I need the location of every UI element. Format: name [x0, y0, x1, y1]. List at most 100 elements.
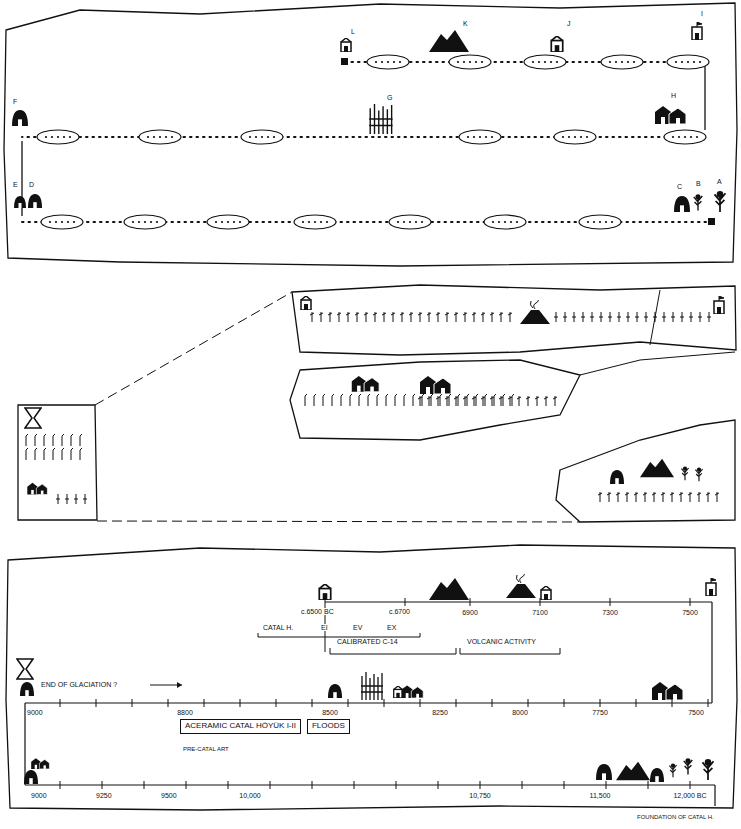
incised-mark	[662, 312, 666, 322]
time-axis	[325, 601, 712, 602]
incised-mark	[445, 312, 449, 322]
incised-mark	[422, 394, 424, 406]
incised-mark	[680, 312, 684, 322]
incised-mark	[436, 396, 440, 406]
symbol-icon	[27, 483, 47, 495]
symbol-icon	[596, 764, 612, 780]
row-turn	[704, 66, 705, 130]
incised-mark	[535, 396, 539, 406]
annotation-label: 8500	[321, 709, 339, 716]
dotted-ellipse	[484, 215, 526, 229]
incised-mark	[499, 396, 503, 406]
symbol-icon	[328, 684, 342, 698]
incised-mark	[625, 492, 629, 502]
incised-mark	[467, 394, 469, 406]
incised-mark	[454, 312, 458, 322]
incised-mark	[359, 394, 361, 406]
dotted-ellipse	[449, 55, 491, 69]
axis-tick	[528, 699, 529, 707]
symbol-icon	[341, 38, 351, 52]
symbol-icon	[669, 764, 676, 778]
axis-tick	[648, 781, 649, 789]
incised-mark	[35, 448, 37, 460]
symbol-icon	[640, 459, 674, 478]
annotation-label: I	[700, 10, 704, 17]
axis-tick	[228, 781, 229, 789]
symbol-icon	[681, 467, 688, 481]
row-end	[708, 218, 715, 225]
symbol-icon	[352, 376, 379, 392]
incised-mark	[499, 312, 503, 322]
symbol-icon	[610, 470, 624, 484]
incised-mark	[671, 312, 675, 322]
annotation-label: FOUNDATION OF CATAL H.	[636, 814, 715, 820]
incised-mark	[449, 394, 451, 406]
incised-mark	[607, 492, 611, 502]
annotation-label: 8000	[511, 709, 529, 716]
incised-mark	[431, 394, 433, 406]
row-start	[341, 58, 348, 65]
annotation-label: 9000	[26, 709, 44, 716]
dotted-ellipse	[367, 55, 409, 69]
axis-tick	[312, 699, 313, 707]
time-axis	[25, 784, 715, 785]
symbol-icon	[12, 110, 28, 126]
incised-mark	[62, 448, 64, 460]
axis-tick	[690, 781, 691, 789]
incised-mark	[517, 396, 521, 406]
incised-mark	[476, 394, 478, 406]
annotation-label: CALIBRATED C-14	[336, 638, 399, 645]
period-box: FLOODS	[307, 719, 350, 734]
span-bracket	[330, 648, 456, 654]
fragment-outline	[18, 405, 97, 520]
annotation-label: C	[676, 183, 683, 190]
annotation-label: 6900	[461, 609, 479, 616]
arrow-head	[177, 682, 182, 688]
axis-tick	[60, 699, 61, 707]
dotted-ellipse	[601, 55, 643, 69]
symbol-icon	[541, 586, 551, 600]
incised-mark	[409, 312, 413, 322]
symbol-icon	[20, 682, 34, 696]
annotation-label: CATAL H.	[262, 624, 294, 631]
incised-mark	[44, 448, 46, 460]
axis-tick	[492, 699, 493, 707]
fragment-seam	[580, 352, 735, 375]
symbol-icon	[520, 298, 550, 324]
annotation-label: EV	[352, 624, 363, 631]
annotation-label: 10,000	[238, 792, 261, 799]
fragment-seam	[650, 290, 660, 345]
axis-tick	[470, 598, 471, 606]
missing-part-line	[95, 292, 292, 405]
incised-mark	[644, 312, 648, 322]
axis-tick	[168, 699, 169, 707]
incised-mark	[413, 394, 415, 406]
symbol-icon	[420, 376, 451, 394]
incised-mark	[71, 434, 73, 446]
symbol-icon	[714, 296, 724, 314]
axis-tick	[348, 699, 349, 707]
missing-part-line	[97, 521, 580, 522]
incised-mark	[26, 448, 28, 460]
annotation-label: 7300	[601, 609, 619, 616]
axis-tick	[564, 781, 565, 789]
symbol-icon	[17, 659, 33, 679]
incised-mark	[314, 394, 316, 406]
incised-mark	[608, 312, 612, 322]
dotted-ellipse	[664, 130, 706, 144]
incised-mark	[341, 394, 343, 406]
annotation-label: EI	[320, 624, 329, 631]
symbol-icon	[506, 572, 536, 598]
incised-mark	[652, 492, 656, 502]
axis-tick	[540, 598, 541, 606]
dotted-ellipse	[37, 130, 79, 144]
fragment-outline	[290, 360, 580, 440]
axis-tick	[405, 598, 406, 606]
incised-mark	[350, 394, 352, 406]
incised-mark	[706, 492, 710, 502]
symbol-icon	[652, 682, 683, 700]
annotation-label: J	[566, 20, 572, 27]
incised-mark	[44, 434, 46, 446]
axis-tick	[690, 598, 691, 606]
